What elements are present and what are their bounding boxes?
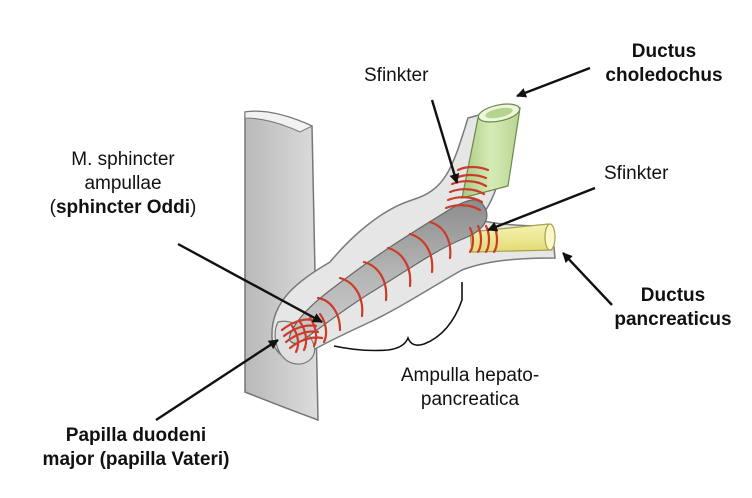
label-m-sphincter-line1: M. sphincter bbox=[71, 149, 175, 170]
label-ductus-choledochus-line1: Ductus bbox=[631, 41, 697, 62]
label-ductus-pancreaticus: Ductus pancreaticus bbox=[598, 284, 748, 332]
label-sfinkter-top: Sfinkter bbox=[364, 65, 429, 86]
label-ductus-pancreaticus-line2: pancreaticus bbox=[614, 309, 732, 330]
arrow-sfinkter-top bbox=[430, 99, 460, 184]
label-ductus-pancreaticus-line1: Ductus bbox=[640, 285, 706, 306]
label-ductus-choledochus-line2: choledochus bbox=[605, 65, 723, 86]
paren-open: ( bbox=[49, 197, 56, 218]
bile-duct bbox=[461, 103, 521, 199]
label-m-sphincter: M. sphincter ampullae (sphincter Oddi) bbox=[28, 148, 218, 220]
label-papilla-line2: major (papilla Vateri) bbox=[42, 449, 230, 470]
label-ampulla: Ampulla hepato- pancreatica bbox=[374, 364, 566, 412]
label-sfinkter-right: Sfinkter bbox=[604, 163, 669, 184]
label-m-sphincter-line2: ampullae bbox=[84, 173, 162, 194]
label-sphincter-oddi: (sphincter Oddi) bbox=[28, 196, 218, 220]
label-ampulla-line1: Ampulla hepato- bbox=[400, 365, 540, 386]
arrow-ductus-choledochus bbox=[516, 66, 591, 98]
duodenum-wall bbox=[244, 110, 319, 422]
ampulla-brace bbox=[333, 282, 463, 352]
sphincter-fibers bbox=[280, 165, 499, 354]
arrow-sfinkter-right bbox=[487, 186, 596, 232]
leader-arrows bbox=[155, 66, 613, 422]
label-papilla-line1: Papilla duodeni bbox=[65, 425, 207, 446]
label-papilla: Papilla duodeni major (papilla Vateri) bbox=[18, 424, 254, 472]
paren-close: ) bbox=[190, 197, 197, 218]
arrow-ductus-pancreaticus bbox=[562, 252, 613, 306]
label-ductus-choledochus: Ductus choledochus bbox=[578, 40, 750, 88]
arrow-papilla bbox=[155, 338, 279, 422]
sphincter-oddi-text: sphincter Oddi bbox=[55, 197, 191, 218]
arrow-m-sphincter bbox=[177, 242, 323, 324]
label-ampulla-line2: pancreatica bbox=[420, 389, 520, 410]
